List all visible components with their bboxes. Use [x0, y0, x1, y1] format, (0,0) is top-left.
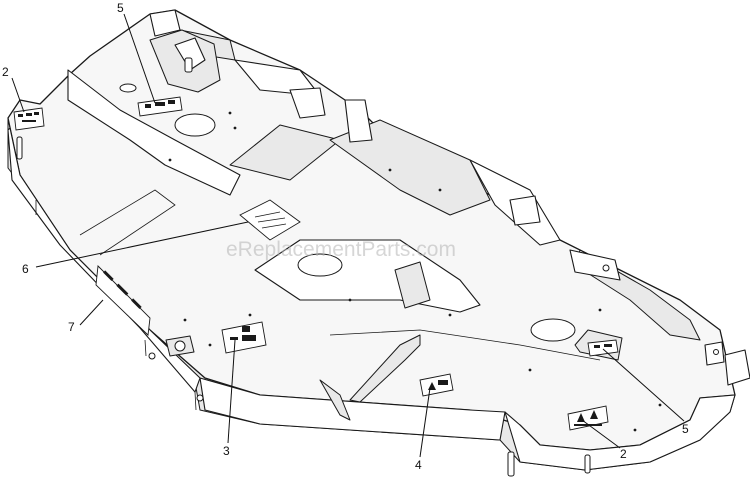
callout-6: 6: [22, 262, 29, 276]
spindle-bracket-top: [149, 29, 221, 93]
callout-5-right: 5: [682, 422, 689, 436]
decal-6: [239, 199, 301, 241]
watermark: eReplacementParts.com: [226, 238, 456, 261]
decal-3: [221, 321, 267, 354]
decal-2-left: [13, 107, 45, 131]
callout-5-top: 5: [117, 1, 124, 15]
decal-7: [95, 265, 151, 336]
callout-2-left: 2: [2, 65, 9, 79]
mounting-holes: [168, 111, 662, 432]
leader-lines: [11, 13, 685, 458]
decal-5-right: [574, 329, 623, 361]
right-side-brackets: [289, 87, 750, 386]
callout-3: 3: [223, 444, 230, 458]
callout-labels: 2 5 6 7 3 4 2 5: [2, 1, 689, 472]
spindle-holes: [119, 83, 576, 342]
callout-2-right: 2: [620, 447, 627, 461]
decal-5-top: [137, 96, 183, 117]
callout-7: 7: [68, 320, 75, 334]
callout-4: 4: [415, 458, 422, 472]
